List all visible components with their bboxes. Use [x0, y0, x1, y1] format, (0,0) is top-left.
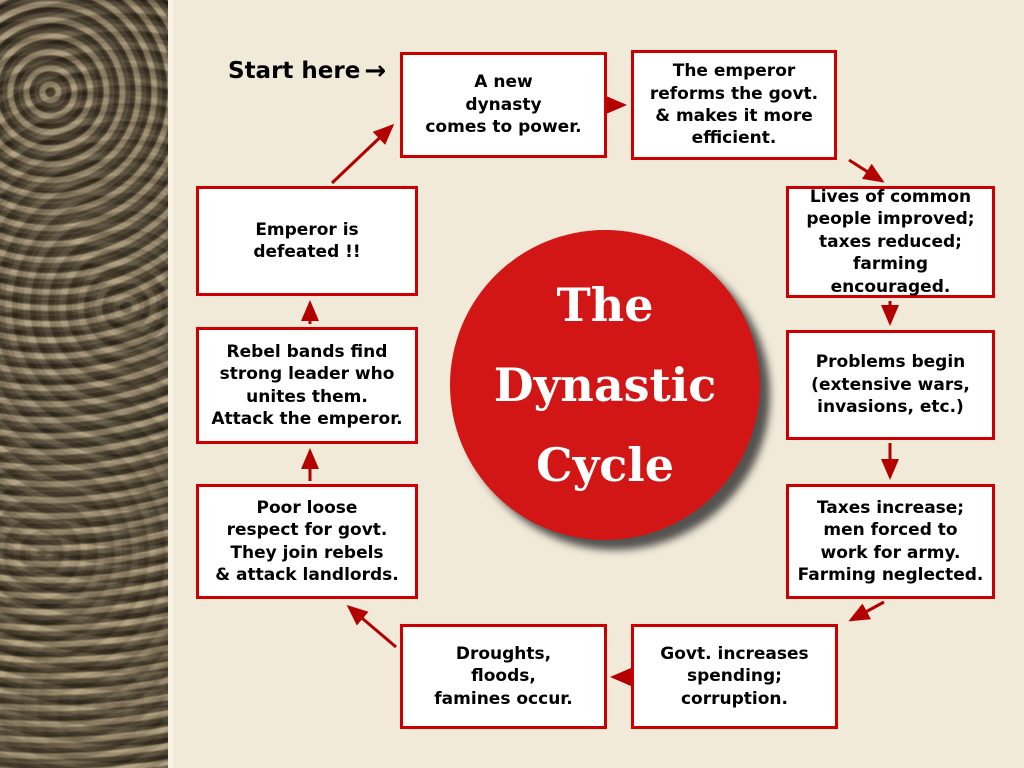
circle-line-1: The	[556, 278, 654, 332]
box-emperor-reforms: The emperor reforms the govt. & makes it…	[631, 50, 837, 160]
arrow-defeated-to-new-dynasty	[330, 123, 395, 185]
right-arrow-icon: →	[364, 56, 387, 86]
center-circle: The Dynastic Cycle	[450, 230, 760, 540]
box-govt-spending: Govt. increases spending; corruption.	[631, 624, 838, 729]
box-lives-improved: Lives of common people improved; taxes r…	[786, 186, 995, 298]
arrow-reforms-to-lives	[848, 158, 885, 183]
stone-carving-image	[0, 0, 173, 768]
box-emperor-defeated: Emperor is defeated !!	[196, 186, 418, 296]
box-taxes-increase: Taxes increase; men forced to work for a…	[786, 484, 995, 599]
arrow-taxes-to-spending	[848, 600, 885, 622]
box-rebel-bands: Rebel bands find strong leader who unite…	[196, 327, 418, 444]
circle-line-3: Cycle	[535, 438, 675, 492]
box-droughts: Droughts, floods, famines occur.	[400, 624, 607, 729]
box-poor-lose-respect: Poor loose respect for govt. They join r…	[196, 484, 418, 599]
start-here-label: Start here →	[228, 58, 386, 84]
circle-line-2: Dynastic	[493, 358, 717, 412]
box-new-dynasty: A new dynasty comes to power.	[400, 52, 607, 158]
box-problems-begin: Problems begin (extensive wars, invasion…	[786, 330, 995, 440]
arrow-droughts-to-poor	[346, 605, 397, 649]
start-here-text: Start here	[228, 58, 361, 84]
